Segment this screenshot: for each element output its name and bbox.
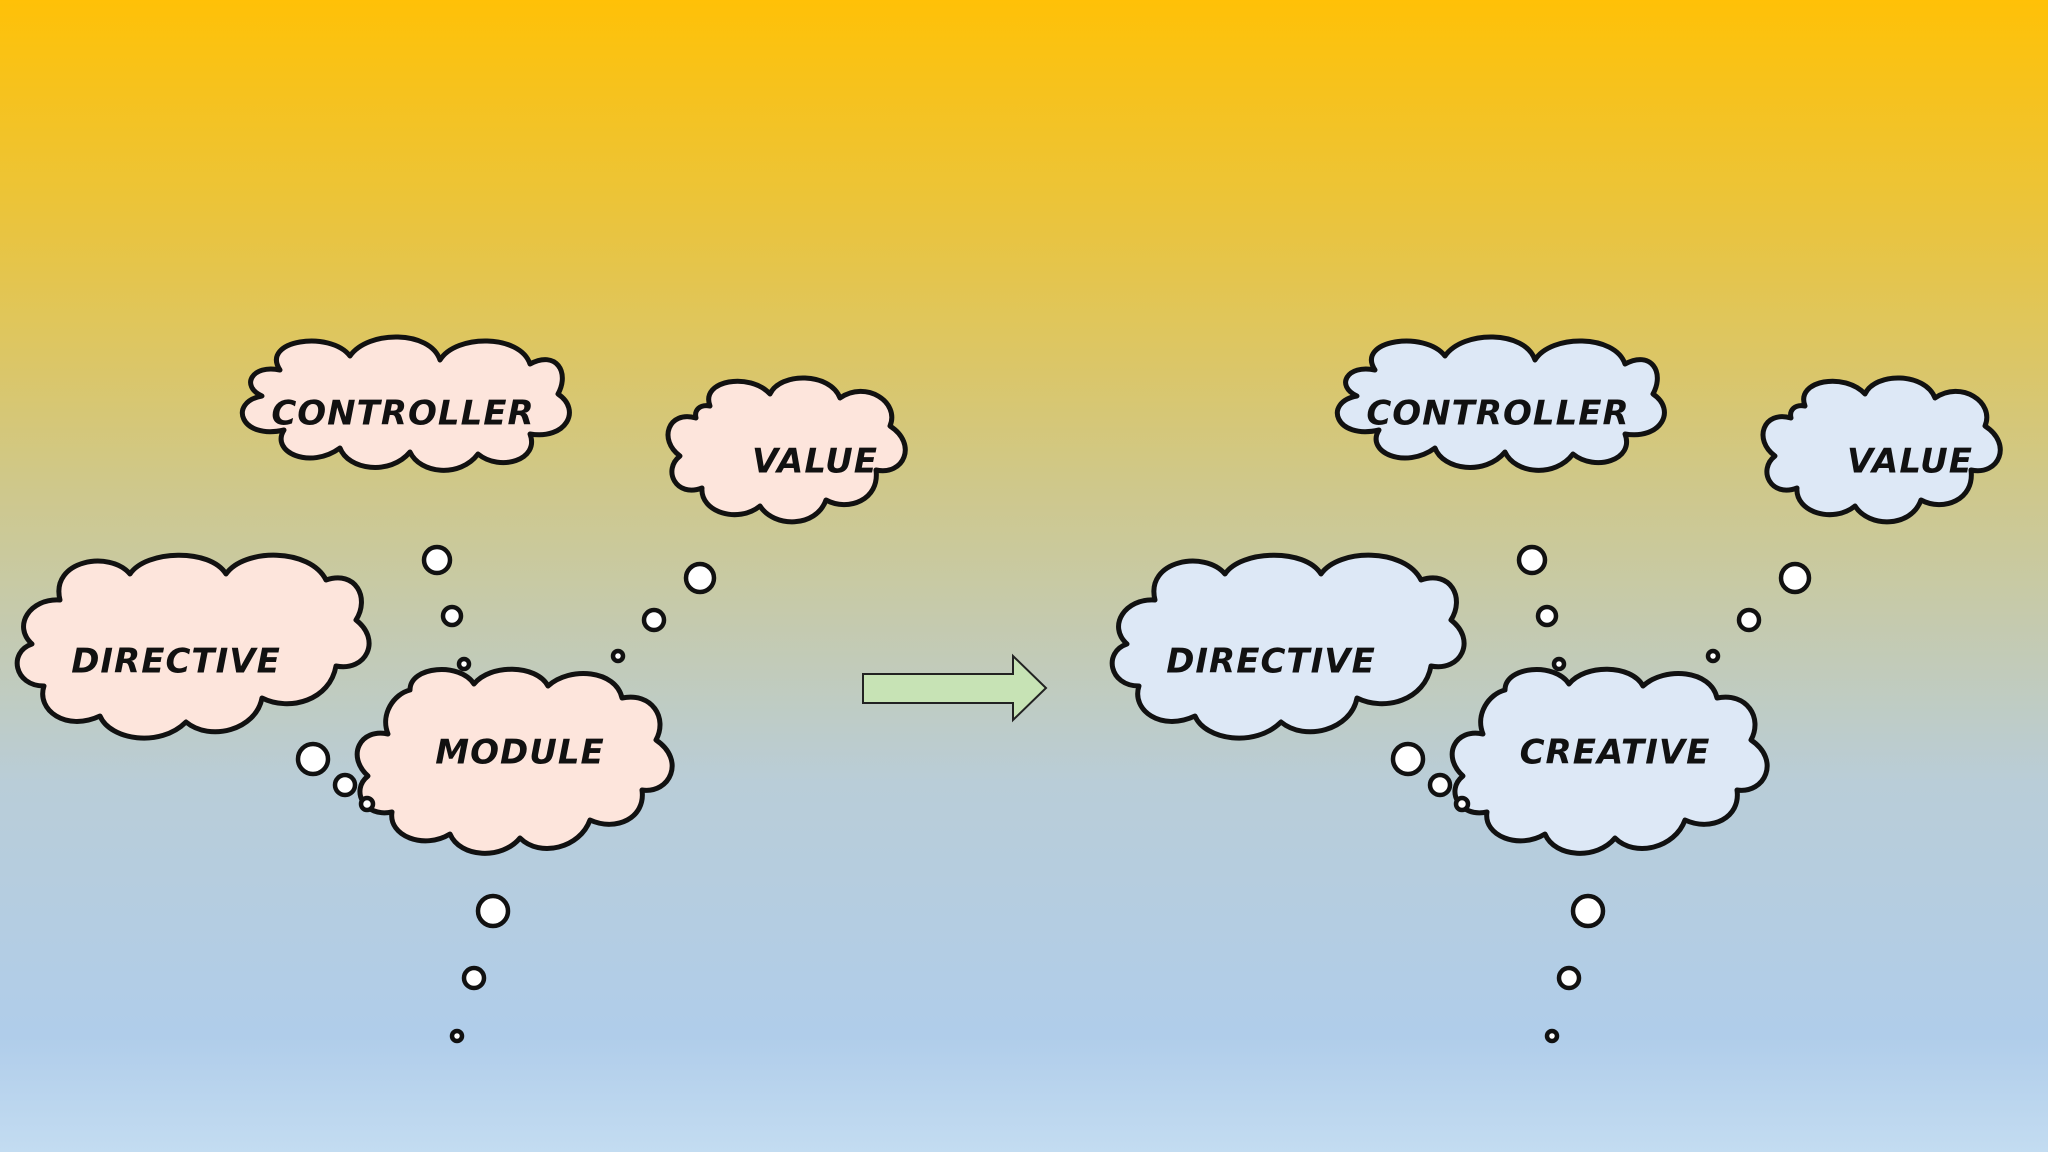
right-controller-cloud-shape	[1334, 334, 1667, 473]
left-thought-bubble-small	[456, 656, 472, 672]
right-thought-bubble-large	[1570, 893, 1606, 929]
left-diagram: CONTROLLER VALUE DIRECTIVE MODULE	[14, 334, 908, 1044]
left-directive-cloud: DIRECTIVE	[14, 552, 372, 741]
left-thought-bubble-small	[358, 795, 376, 813]
left-value-cloud-shape	[665, 375, 908, 525]
left-thought-bubble-large	[683, 561, 717, 595]
left-center-cloud-shape	[354, 666, 675, 856]
right-directive-label: DIRECTIVE	[1166, 642, 1376, 682]
right-center-cloud: CREATIVE	[1449, 666, 1770, 856]
right-thought-bubble-medium	[1427, 772, 1453, 798]
right-controller-cloud: CONTROLLER	[1334, 334, 1667, 473]
left-controller-cloud-shape	[239, 334, 572, 473]
right-directive-cloud-shape	[1109, 552, 1467, 741]
right-diagram: CONTROLLER VALUE DIRECTIVE CREATIVE	[1109, 334, 2003, 1044]
left-thought-bubble-large	[295, 741, 331, 777]
left-thought-bubble-large	[421, 544, 453, 576]
left-thought-bubble-medium	[461, 965, 487, 991]
left-thought-bubble-medium	[440, 604, 464, 628]
left-thought-bubble-small	[610, 648, 626, 664]
right-thought-bubble-small	[1705, 648, 1721, 664]
left-directive-label: DIRECTIVE	[71, 642, 281, 682]
left-controller-cloud: CONTROLLER	[239, 334, 572, 473]
left-value-label: VALUE	[752, 442, 878, 482]
left-controller-label: CONTROLLER	[271, 394, 534, 434]
left-center-label: MODULE	[435, 733, 604, 773]
left-directive-cloud-shape	[14, 552, 372, 741]
left-value-cloud: VALUE	[665, 375, 908, 525]
transform-arrow	[862, 653, 1048, 723]
left-thought-bubble-medium	[332, 772, 358, 798]
right-center-cloud-shape	[1449, 666, 1770, 856]
right-thought-bubble-small	[1544, 1028, 1560, 1044]
right-thought-bubble-large	[1390, 741, 1426, 777]
left-thought-bubble-medium	[641, 607, 667, 633]
right-value-cloud-shape	[1760, 375, 2003, 525]
right-controller-label: CONTROLLER	[1366, 394, 1629, 434]
left-thought-bubble-small	[449, 1028, 465, 1044]
right-thought-bubble-large	[1778, 561, 1812, 595]
right-thought-bubble-small	[1453, 795, 1471, 813]
right-value-label: VALUE	[1847, 442, 1973, 482]
left-center-cloud: MODULE	[354, 666, 675, 856]
right-value-cloud: VALUE	[1760, 375, 2003, 525]
right-thought-bubble-medium	[1535, 604, 1559, 628]
right-thought-bubble-small	[1551, 656, 1567, 672]
right-center-label: CREATIVE	[1520, 733, 1711, 773]
right-thought-bubble-medium	[1556, 965, 1582, 991]
right-thought-bubble-large	[1516, 544, 1548, 576]
right-directive-cloud: DIRECTIVE	[1109, 552, 1467, 741]
left-thought-bubble-large	[475, 893, 511, 929]
right-thought-bubble-medium	[1736, 607, 1762, 633]
